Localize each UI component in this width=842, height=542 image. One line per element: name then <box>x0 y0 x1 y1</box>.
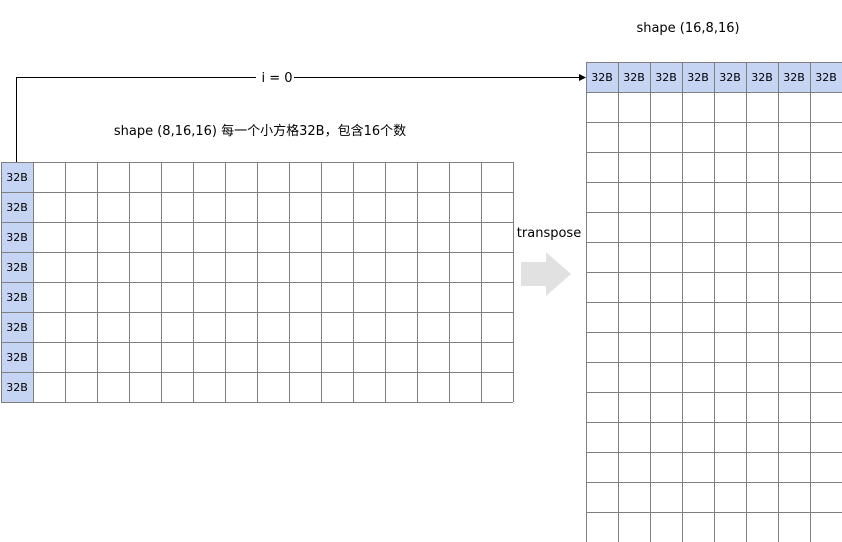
cell-label-col-3: 32B <box>687 71 709 84</box>
highlight-cell-row-6 <box>1 342 33 372</box>
highlight-cell-col-3 <box>682 62 714 92</box>
left-tensor-caption: shape (8,16,16) 每一个小方格32B，包含16个数 <box>114 123 406 139</box>
connector-line-left <box>16 77 256 162</box>
i-zero-connector: i = 0 <box>16 71 586 162</box>
cell-label-col-4: 32B <box>719 71 741 84</box>
cell-label-col-5: 32B <box>751 71 773 84</box>
cell-label-row-6: 32B <box>6 351 28 364</box>
cell-label-row-0: 32B <box>6 171 28 184</box>
highlight-cell-row-7 <box>1 372 33 402</box>
highlight-cell-col-2 <box>650 62 682 92</box>
cell-label-row-1: 32B <box>6 201 28 214</box>
highlight-cell-col-0 <box>586 62 618 92</box>
right-tensor-caption: shape (16,8,16) <box>636 21 739 36</box>
cell-label-col-7: 32B <box>815 71 837 84</box>
highlight-cell-row-0 <box>1 162 33 192</box>
cell-label-row-7: 32B <box>6 381 28 394</box>
cell-label-col-2: 32B <box>655 71 677 84</box>
highlight-cell-row-1 <box>1 192 33 222</box>
cell-label-row-5: 32B <box>6 321 28 334</box>
highlight-cell-col-1 <box>618 62 650 92</box>
cell-label-row-4: 32B <box>6 291 28 304</box>
cell-label-col-1: 32B <box>623 71 645 84</box>
transpose-arrow-icon <box>521 252 571 296</box>
highlight-cell-row-5 <box>1 312 33 342</box>
right-tensor-grid: 32B 32B 32B 32B 32B 32B 32B 32B <box>586 62 842 542</box>
connector-arrowhead <box>579 74 586 81</box>
highlight-cell-col-4 <box>714 62 746 92</box>
highlight-cell-col-5 <box>746 62 778 92</box>
cell-label-col-6: 32B <box>783 71 805 84</box>
transpose-label: transpose <box>517 226 581 241</box>
cell-label-row-3: 32B <box>6 261 28 274</box>
highlight-cell-row-4 <box>1 282 33 312</box>
cell-label-row-2: 32B <box>6 231 28 244</box>
highlight-cell-col-6 <box>778 62 810 92</box>
highlight-cell-row-2 <box>1 222 33 252</box>
cell-label-col-0: 32B <box>591 71 613 84</box>
left-tensor-grid: 32B 32B 32B 32B 32B 32B 32B 32B <box>1 162 514 403</box>
highlight-cell-col-7 <box>810 62 842 92</box>
highlight-cell-row-3 <box>1 252 33 282</box>
connector-label: i = 0 <box>261 71 292 86</box>
